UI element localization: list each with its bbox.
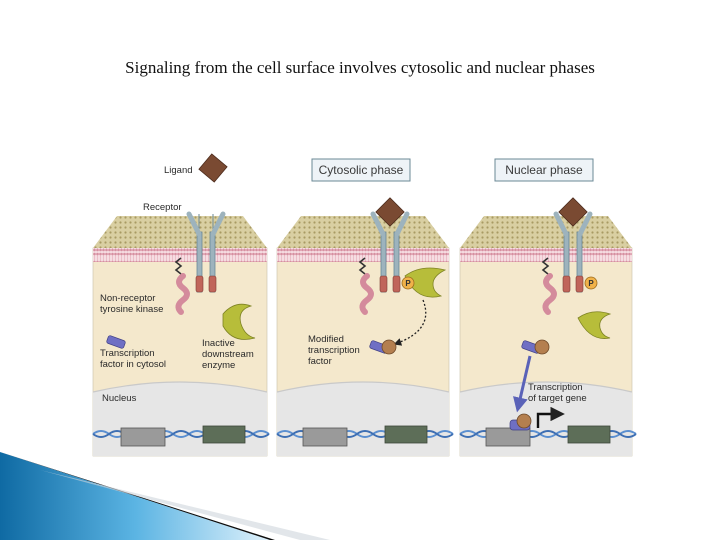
phosphate-marker [584,276,598,290]
bound-ligand [375,197,405,227]
label-receptor: Receptor [143,202,182,213]
gene-gray [120,427,166,447]
label-modified-3: factor [308,356,332,367]
label-kinase-2: tyrosine kinase [100,304,163,315]
panel-3: Nuclear phase P Transcription of target … [459,158,637,457]
panel-1: Ligand Receptor Non-receptor tyrosine ki… [92,153,270,457]
ligand [198,153,228,183]
decorative-wedge [0,452,330,540]
gene-target [202,425,246,444]
header-cytosolic-phase: Cytosolic phase [319,163,404,177]
modification [534,339,550,355]
phosphate-label: P [405,279,411,288]
bound-ligand [558,197,588,227]
receptor [186,211,226,293]
phosphate-marker [401,276,415,290]
extracellular-space [93,216,267,248]
nuclear-envelope [459,381,633,393]
label-tf-1: Transcription [100,348,155,359]
gene-target [567,425,611,444]
bound-modification [516,413,532,429]
label-nucleus: Nucleus [102,393,137,404]
header-nuclear-phase: Nuclear phase [505,163,583,177]
modification [381,339,397,355]
panel-2: Cytosolic phase P Modified transcription… [276,158,454,457]
label-tf-2: factor in cytosol [100,359,166,370]
plasma-membrane [277,248,449,262]
header-box [311,158,411,182]
transcription-factor [106,335,126,349]
enzyme [577,311,612,339]
phosphate-label: P [588,279,594,288]
label-enzyme-3: enzyme [202,360,235,371]
nuclear-envelope [92,381,268,393]
label-enzyme-1: Inactive [202,338,235,349]
activated-enzyme [404,267,447,298]
extracellular-space [460,216,632,248]
inactive-enzyme [222,303,256,340]
nuclear-translocation-arrow [513,355,532,413]
extracellular-space [277,216,449,248]
label-enzyme-2: downstream [202,349,254,360]
label-kinase-1: Non-receptor [100,293,155,304]
receptor [370,211,410,293]
cytosolic-arrow [393,299,427,346]
tyrosine-kinase [541,257,557,315]
header-box [494,158,594,182]
label-modified-1: Modified [308,334,344,345]
plasma-membrane [93,248,267,262]
nuclear-envelope [276,381,450,393]
label-ligand: Ligand [164,165,193,176]
tyrosine-kinase [174,257,190,315]
transcription-start-arrow [536,406,565,428]
label-transcription-1: Transcription [528,382,583,393]
tyrosine-kinase [358,257,374,315]
gene-target [384,425,428,444]
label-transcription-2: of target gene [528,393,587,404]
receptor [553,211,593,293]
slide-title: Signaling from the cell surface involves… [125,58,595,77]
plasma-membrane [460,248,632,262]
label-modified-2: transcription [308,345,360,356]
gene-gray [485,427,531,447]
gene-gray [302,427,348,447]
